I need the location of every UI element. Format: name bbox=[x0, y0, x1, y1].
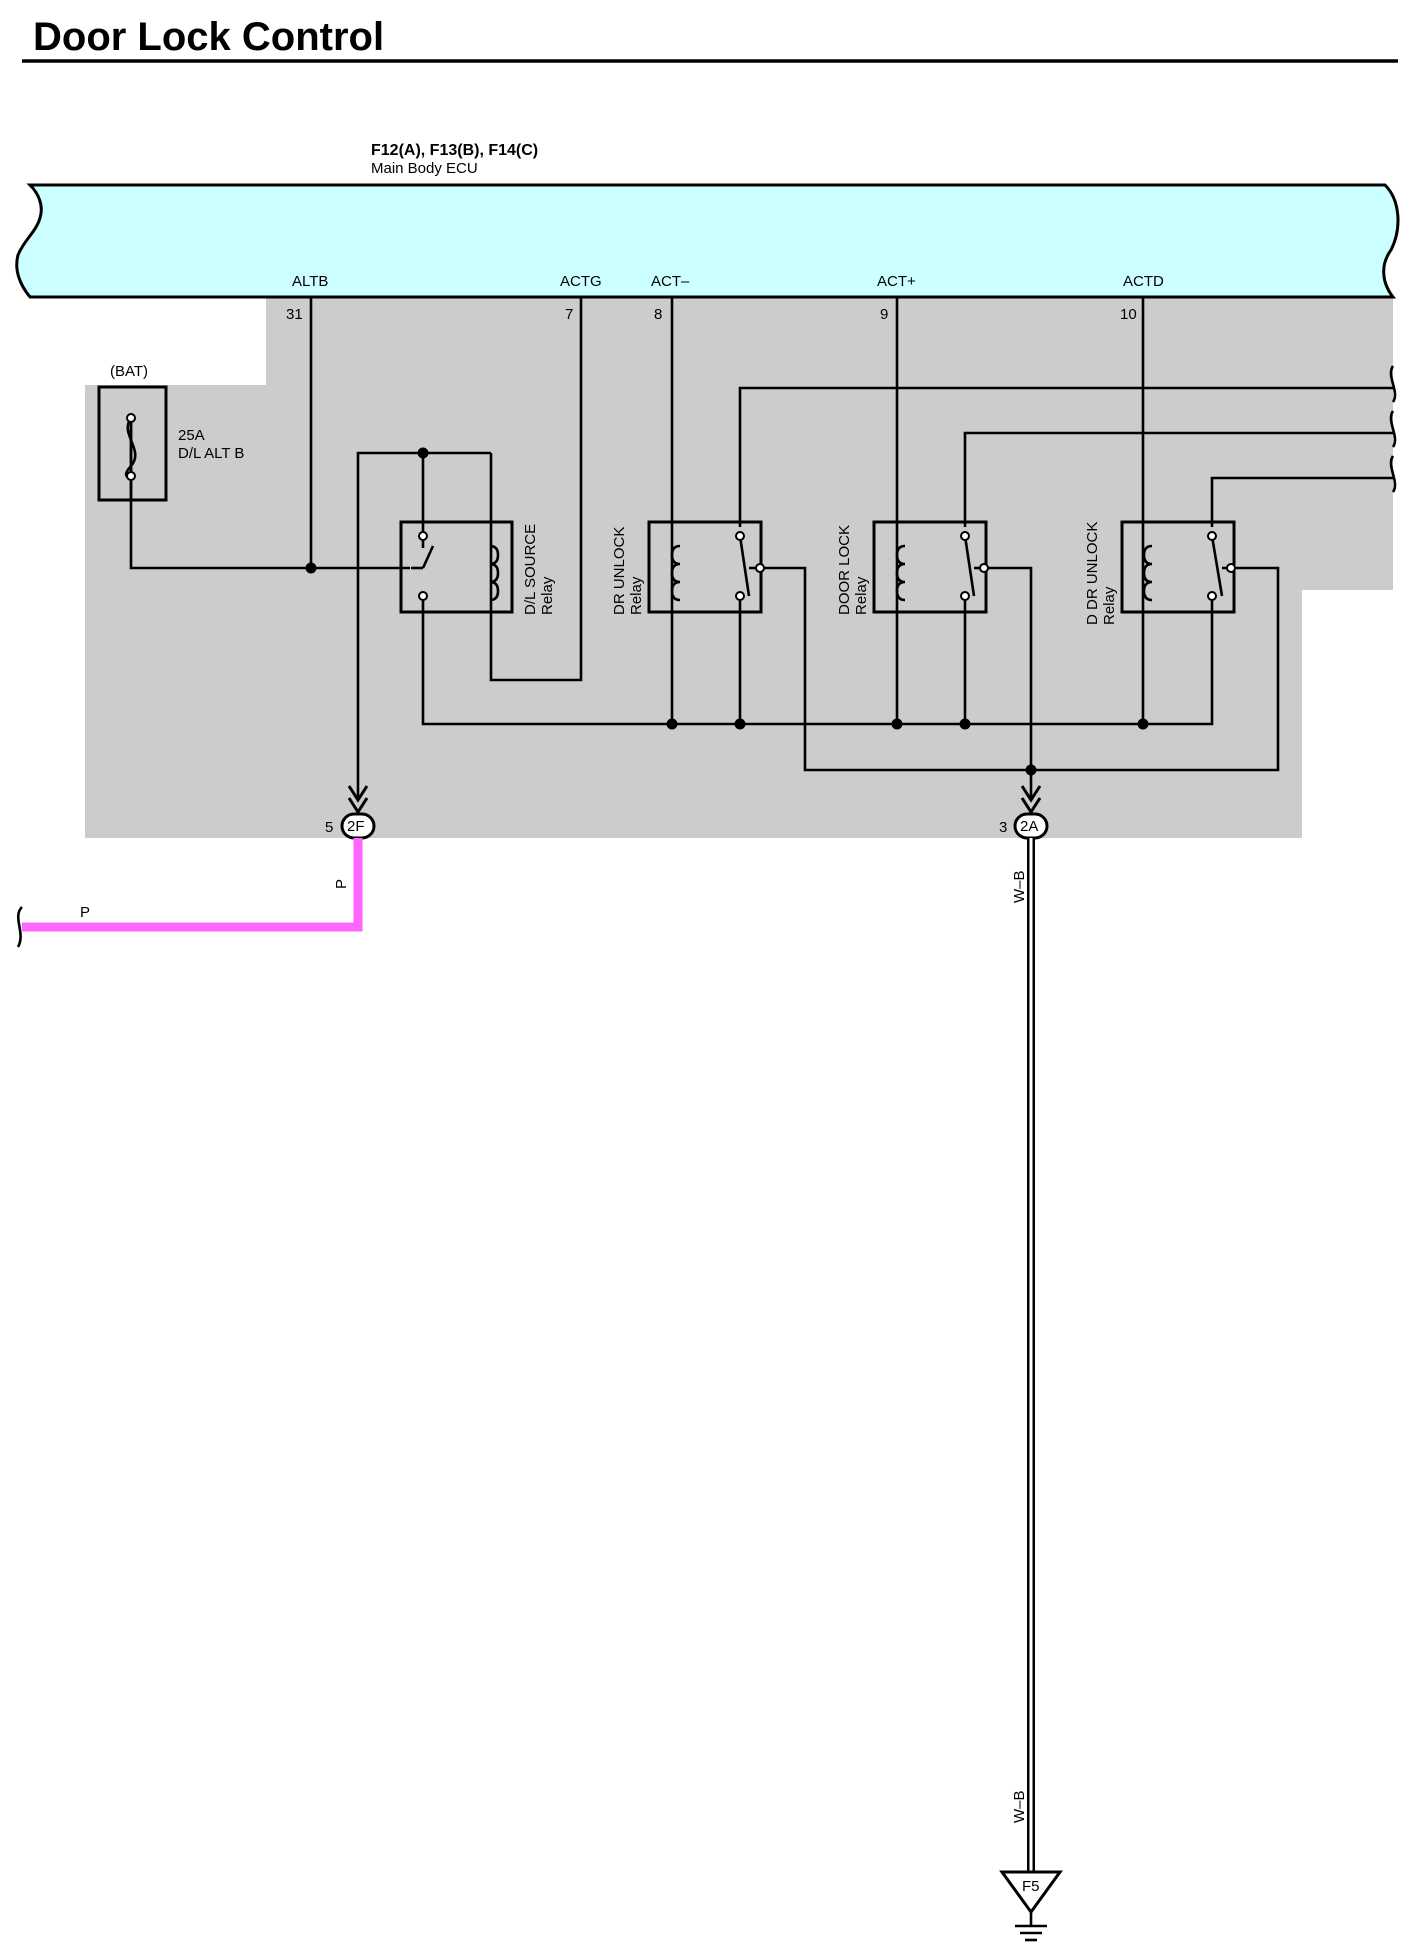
relay-door-lock-suffix: Relay bbox=[853, 576, 870, 615]
junction-2a-id: 2A bbox=[1020, 818, 1038, 835]
fuse-name-label: D/L ALT B bbox=[178, 445, 244, 462]
ecu-name-label: Main Body ECU bbox=[371, 160, 478, 177]
terminal-actd: ACTD bbox=[1123, 273, 1164, 290]
pin-7: 7 bbox=[565, 306, 573, 323]
relay-dr-unlock-name: DR UNLOCK bbox=[611, 527, 628, 615]
relay-dr-unlock-label: DR UNLOCK Relay bbox=[611, 527, 645, 615]
ground-wire-label-upper: W–B bbox=[1011, 870, 1028, 903]
pin-9: 9 bbox=[880, 306, 888, 323]
relay-d-dr-unlock-name: D DR UNLOCK bbox=[1084, 522, 1101, 625]
relay-d-dr-unlock-suffix: Relay bbox=[1101, 586, 1118, 625]
fuse-rating-label: 25A bbox=[178, 427, 205, 444]
terminal-actg: ACTG bbox=[560, 273, 602, 290]
page-title: Door Lock Control bbox=[33, 15, 384, 59]
pink-wire-label-vertical: P bbox=[333, 879, 350, 889]
pin-31: 31 bbox=[286, 306, 303, 323]
ecu-internal-panel bbox=[85, 295, 1393, 838]
pin-10: 10 bbox=[1120, 306, 1137, 323]
relay-door-lock-label: DOOR LOCK Relay bbox=[836, 525, 870, 615]
pink-wire-p bbox=[22, 838, 363, 932]
junction-2f-pin: 5 bbox=[325, 819, 333, 836]
relay-door-lock-name: DOOR LOCK bbox=[836, 525, 853, 615]
junction-2a-pin: 3 bbox=[999, 819, 1007, 836]
terminal-act-minus: ACT– bbox=[651, 273, 690, 290]
relay-dl-source bbox=[399, 520, 514, 614]
ground-f5-label: F5 bbox=[1022, 1878, 1040, 1895]
ground-wire-label-lower: W–B bbox=[1011, 1790, 1028, 1823]
relay-dl-source-label: D/L SOURCE Relay bbox=[522, 524, 556, 615]
ground-point-f5 bbox=[999, 1870, 1063, 1942]
relay-dl-source-name: D/L SOURCE bbox=[522, 524, 539, 615]
relay-dr-unlock-suffix: Relay bbox=[628, 576, 645, 615]
pink-wire-break-mark bbox=[16, 906, 24, 948]
terminal-act-plus: ACT+ bbox=[877, 273, 916, 290]
terminal-altb: ALTB bbox=[292, 273, 328, 290]
relay-dl-source-suffix: Relay bbox=[539, 576, 556, 615]
junction-dots bbox=[305, 447, 1149, 776]
relay-door-lock bbox=[872, 520, 989, 614]
relay-dr-unlock bbox=[647, 520, 765, 614]
pink-wire-label-horizontal: P bbox=[80, 904, 90, 921]
internal-wiring bbox=[129, 297, 1393, 800]
ecu-connectors-label: F12(A), F13(B), F14(C) bbox=[371, 142, 538, 159]
relay-d-dr-unlock bbox=[1120, 520, 1236, 614]
junction-2f-id: 2F bbox=[347, 818, 365, 835]
junction-connector-2f bbox=[340, 785, 376, 840]
fuse-25a bbox=[97, 385, 168, 502]
harness-break-marks bbox=[1389, 365, 1397, 493]
pin-8: 8 bbox=[654, 306, 662, 323]
relay-d-dr-unlock-label: D DR UNLOCK Relay bbox=[1084, 522, 1118, 625]
fuse-source-label: (BAT) bbox=[110, 363, 148, 380]
main-body-ecu-body bbox=[15, 183, 1400, 299]
